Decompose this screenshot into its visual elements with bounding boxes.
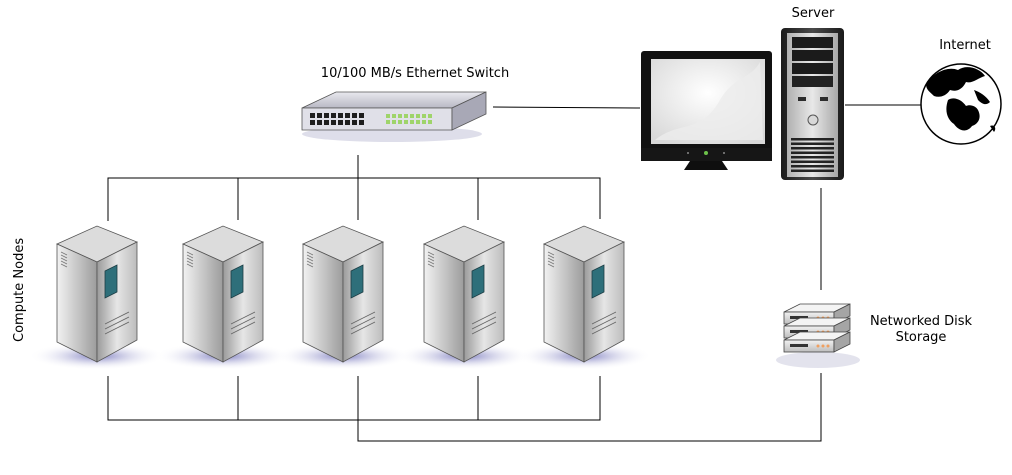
internet-label: Internet <box>939 38 991 53</box>
compute-nodes-group <box>29 225 652 370</box>
monitor-icon <box>641 51 772 170</box>
compute-node-icon <box>396 225 532 370</box>
server-tower-icon <box>781 28 844 180</box>
compute-nodes-label: Compute Nodes <box>12 237 27 342</box>
link-node-3-storage <box>357 373 822 442</box>
disk-unit <box>783 331 851 353</box>
compute-node-icon <box>275 225 411 370</box>
compute-node-icon <box>516 225 652 370</box>
server-label: Server <box>791 6 835 21</box>
compute-node-icon <box>155 225 291 370</box>
link-nodes-bottom-bus <box>107 376 601 421</box>
disk-storage-icon <box>776 303 860 368</box>
link-switch-nodes-bus <box>107 177 601 221</box>
storage-label: Networked Disk Storage <box>856 314 986 346</box>
storage-label-line-1: Networked Disk <box>869 314 973 329</box>
storage-label-line-2: Storage <box>895 330 947 345</box>
connection-lines <box>107 104 922 442</box>
link-switch-monitor <box>492 106 641 109</box>
compute-node-icon <box>29 225 165 370</box>
internet-globe-icon <box>920 63 1002 145</box>
ethernet-switch-icon <box>301 91 487 142</box>
switch-label: 10/100 MB/s Ethernet Switch <box>320 66 510 81</box>
